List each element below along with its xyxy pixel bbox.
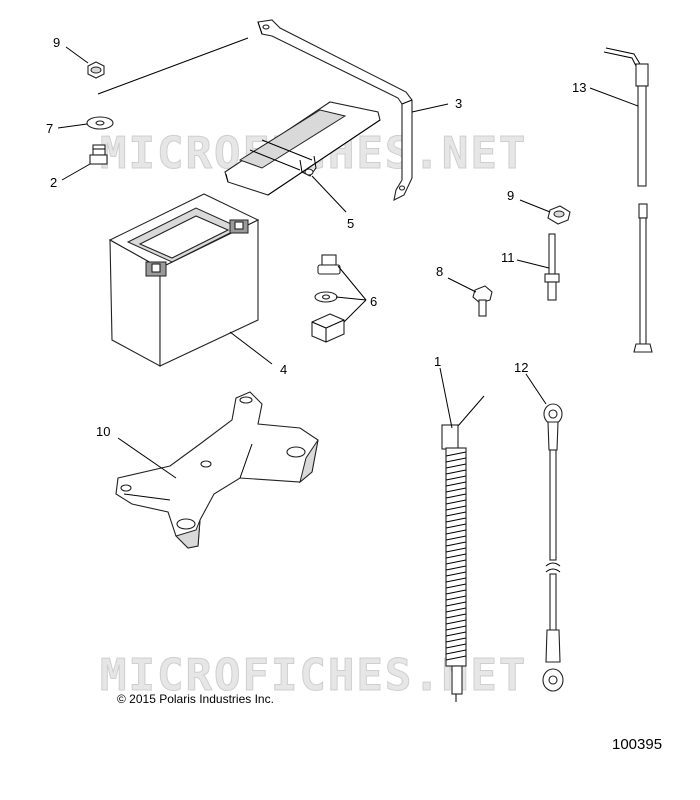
part-vent-tube-1 [441, 395, 485, 702]
part-pad-5 [224, 101, 381, 196]
callout-9-right: 9 [507, 188, 514, 203]
part-nut-9-right [547, 205, 571, 225]
callout-8: 8 [436, 264, 443, 279]
callout-2: 2 [50, 175, 57, 190]
callout-12: 12 [514, 360, 528, 375]
part-cable-13 [603, 47, 653, 353]
callout-4: 4 [280, 362, 287, 377]
part-base-10 [115, 391, 319, 549]
part-ground-cable-12 [542, 403, 564, 692]
callout-7: 7 [46, 121, 53, 136]
callout-11: 11 [501, 250, 515, 265]
part-bolt-8 [472, 285, 493, 317]
callout-13: 13 [572, 80, 586, 95]
callout-6: 6 [370, 294, 377, 309]
part-nut-9 [87, 61, 105, 79]
part-bolt-11 [544, 233, 560, 301]
callout-5: 5 [347, 216, 354, 231]
callout-10: 10 [96, 424, 110, 439]
document-number: 100395 [612, 736, 663, 753]
part-hardware-6 [311, 254, 345, 343]
part-battery-4 [108, 193, 260, 367]
copyright-text: © 2015 Polaris Industries Inc. [117, 692, 274, 706]
callout-3: 3 [455, 96, 462, 111]
part-bolt-2 [89, 144, 108, 165]
callout-1: 1 [434, 354, 441, 369]
part-washer-7 [86, 116, 114, 130]
callout-9-top: 9 [53, 35, 60, 50]
part-bracket-3 [257, 19, 413, 201]
